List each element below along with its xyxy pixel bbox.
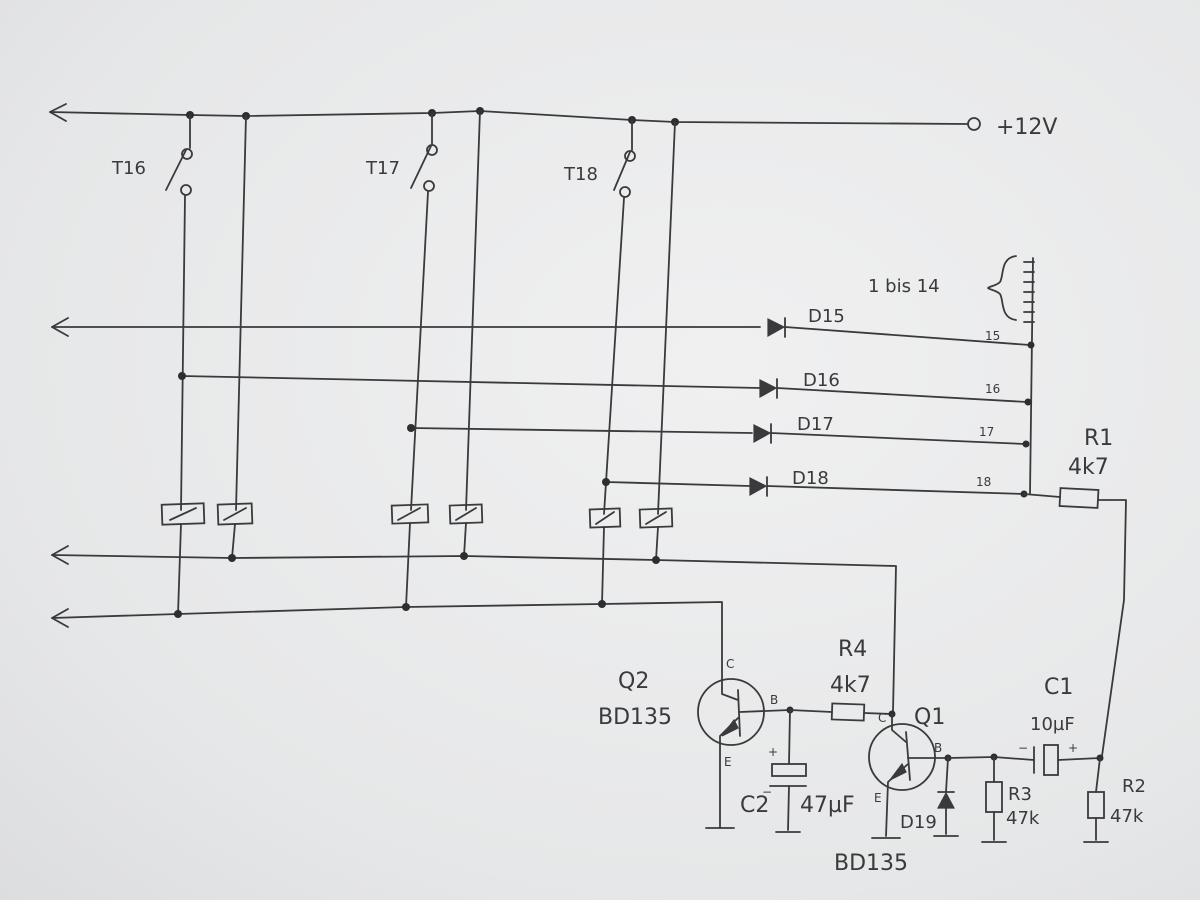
pin-label-18: 18 <box>976 475 991 489</box>
q1-collector-pin: C <box>878 711 886 725</box>
c1-plus: + <box>1068 741 1078 755</box>
resistor-r4 <box>789 702 893 722</box>
diode-d17-label: D17 <box>797 414 834 435</box>
relay-coil <box>588 507 622 529</box>
supply-label: +12V <box>996 115 1057 140</box>
resistor-r2 <box>1083 757 1109 843</box>
diode-d15 <box>767 317 1031 346</box>
line-to-d17 <box>410 427 753 434</box>
wire-t16-relay-b <box>235 115 247 511</box>
diode-d17 <box>753 423 1026 445</box>
resistor-r1-label: R1 <box>1084 426 1113 451</box>
supply-terminal <box>967 117 981 131</box>
resistor-r1-value: 4k7 <box>1068 455 1109 480</box>
q1-base-pin: B <box>934 741 942 755</box>
connector-pin-17 <box>1022 440 1030 448</box>
diode-d16 <box>759 378 1028 403</box>
capacitor-c1-label: C1 <box>1044 675 1073 700</box>
junction-dot <box>598 600 606 608</box>
wire <box>463 522 467 557</box>
junction-dot <box>228 554 236 562</box>
resistor-r4-label: R4 <box>838 637 867 662</box>
c1-minus: − <box>1018 741 1028 755</box>
transistor-q2 <box>697 678 791 829</box>
diode-d19-label: D19 <box>900 812 937 833</box>
bus-line-q2 <box>51 601 723 689</box>
switch-t18 <box>603 119 636 515</box>
q2-base-pin: B <box>770 693 778 707</box>
switch-t16 <box>165 114 193 511</box>
resistor-r3-label: R3 <box>1008 784 1032 805</box>
wire-t17-relay-b <box>465 110 481 511</box>
relay-coil <box>160 502 206 526</box>
wire-t18-relay-b <box>657 121 676 515</box>
diode-d15-label: D15 <box>808 306 845 327</box>
diode-d18 <box>749 476 1025 497</box>
junction-dot <box>652 556 660 564</box>
relay-coil <box>638 507 674 529</box>
transistor-q1 <box>868 713 949 839</box>
resistor-r2-value: 47k <box>1110 806 1144 827</box>
junction-dot <box>402 603 410 611</box>
capacitor-c1 <box>1033 744 1101 776</box>
junction-dot <box>178 372 186 380</box>
left-arrow <box>51 545 69 565</box>
c2-minus: − <box>762 785 772 799</box>
supply-rail <box>49 110 969 125</box>
bus-line-q1 <box>51 554 897 713</box>
capacitor-c1-value: 10µF <box>1030 714 1075 735</box>
wire <box>655 526 659 561</box>
pin-label-16: 16 <box>985 382 1000 396</box>
junction-dot <box>174 610 182 618</box>
junction-dot <box>407 424 415 432</box>
transistor-q1-type: BD135 <box>834 851 908 876</box>
resistor-r4-value: 4k7 <box>830 673 871 698</box>
resistor-r3-value: 47k <box>1006 808 1040 829</box>
supply-rail-arrow <box>49 103 67 122</box>
wire <box>177 523 182 615</box>
q2-emitter-pin: E <box>724 755 732 769</box>
relay-coil <box>390 503 430 525</box>
pin-label-15: 15 <box>985 329 1000 343</box>
wire <box>405 522 411 608</box>
capacitor-c2-value: 47µF <box>800 793 855 818</box>
capacitor-c2 <box>769 709 807 833</box>
transistor-q2-type: BD135 <box>598 705 672 730</box>
switch-t17 <box>410 112 438 511</box>
connector-pin-15 <box>1027 341 1035 349</box>
left-arrow <box>51 317 69 337</box>
diode-d18-label: D18 <box>792 468 829 489</box>
q2-collector-pin: C <box>726 657 734 671</box>
capacitor-c2-label: C2 <box>740 793 769 818</box>
diode-d19 <box>933 757 959 837</box>
transistor-q2-label: Q2 <box>618 669 649 694</box>
wire <box>601 526 605 605</box>
resistor-r3 <box>981 756 1007 843</box>
switch-t17-label: T17 <box>365 158 400 179</box>
pin-label-17: 17 <box>979 425 994 439</box>
junction-dot <box>460 552 468 560</box>
diode-d16-label: D16 <box>803 370 840 391</box>
c2-plus: + <box>768 745 778 759</box>
switch-t16-label: T16 <box>111 158 146 179</box>
left-arrow <box>51 608 69 628</box>
connector-range-label: 1 bis 14 <box>868 276 940 297</box>
connector-pin-16 <box>1024 398 1032 406</box>
wire <box>231 523 236 559</box>
resistor-r2-label: R2 <box>1122 776 1146 797</box>
connector-strip <box>987 255 1035 495</box>
q1-emitter-pin: E <box>874 791 882 805</box>
resistor-r1 <box>1023 487 1127 757</box>
line-to-d18 <box>605 481 751 487</box>
switch-t18-label: T18 <box>563 164 598 185</box>
line-to-d16 <box>181 375 761 389</box>
transistor-q1-label: Q1 <box>914 705 945 730</box>
junction-dot <box>602 478 610 486</box>
relay-coil <box>216 502 254 526</box>
